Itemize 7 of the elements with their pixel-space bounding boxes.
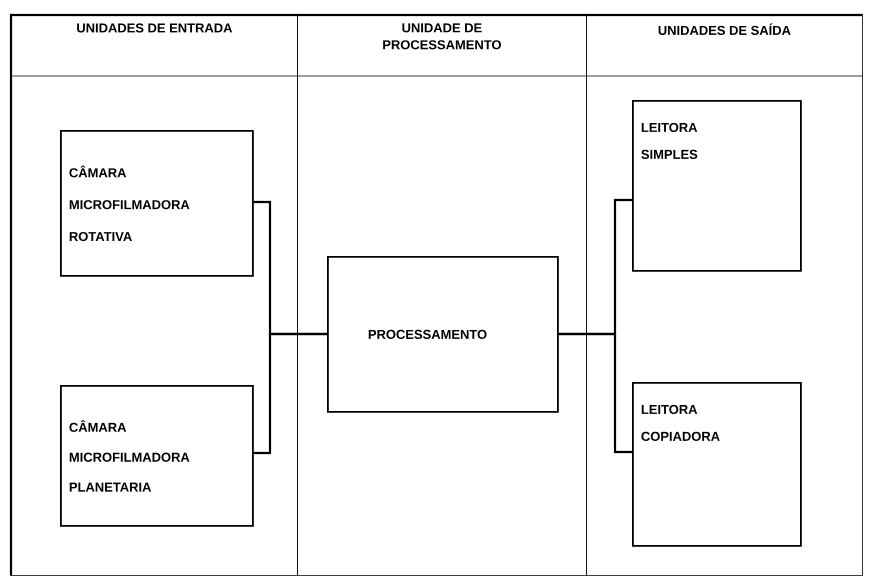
- connector-line: [254, 332, 327, 454]
- connector-line: [558, 332, 632, 454]
- process-box: LEITORA COPIADORA: [632, 382, 802, 547]
- process-box: PROCESSAMENTO: [327, 256, 559, 413]
- process-box: LEITORA SIMPLES: [632, 100, 802, 272]
- process-box: CÂMARA MICROFILMADORA PLANETARIA: [60, 384, 254, 527]
- process-box: CÂMARA MICROFILMADORA ROTATIVA: [60, 130, 254, 277]
